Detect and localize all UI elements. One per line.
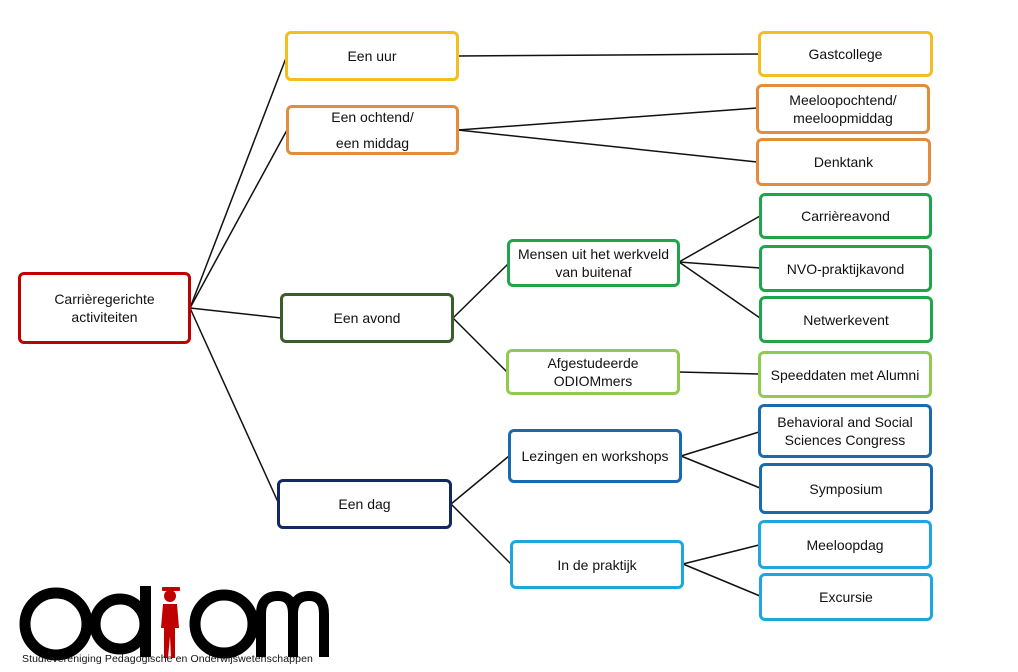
node-excursie: Excursie: [759, 573, 933, 621]
edge-dag-praktijk: [450, 503, 512, 565]
edge-lezingen-bss: [680, 431, 760, 457]
node-nvo: NVO-praktijkavond: [759, 245, 932, 292]
node-werkveld-line2: van buitenaf: [555, 264, 632, 280]
node-een-avond-label: Een avond: [333, 310, 401, 326]
node-symposium: Symposium: [759, 463, 933, 514]
edge-lezingen-symposium: [680, 455, 761, 489]
node-root-line2: activiteiten: [71, 309, 138, 325]
node-carriereavond-label: Carrièreavond: [801, 208, 890, 224]
node-lezingen-label: Lezingen en workshops: [521, 448, 669, 464]
node-symposium-label: Symposium: [809, 480, 883, 497]
edge-avond-werkveld: [452, 263, 509, 319]
node-een-dag: Een dag: [277, 479, 452, 529]
node-ochtend-line2: een middag: [335, 135, 410, 151]
node-denktank-label: Denktank: [813, 154, 874, 170]
edge-root-dag: [189, 307, 279, 503]
edge-afgestudeerd-speeddaten: [678, 371, 760, 375]
edge-root-uur: [189, 57, 287, 309]
node-gastcollege-label: Gastcollege: [808, 46, 883, 62]
node-werkveld-line1: Mensen uit het werkveld: [518, 246, 669, 262]
node-afgestudeerd-line2: ODIOMmers: [553, 373, 633, 389]
node-bss-line2: Sciences Congress: [784, 432, 906, 448]
node-meeloop-line2: meeloopmiddag: [793, 110, 893, 126]
node-ochtend-line1: Een ochtend/: [331, 109, 414, 125]
node-gastcollege: Gastcollege: [758, 31, 933, 77]
edge-uur-gastcollege: [457, 53, 760, 57]
node-carriereavond: Carrièreavond: [759, 193, 932, 239]
node-excursie-label: Excursie: [819, 589, 873, 605]
node-een-uur-label: Een uur: [347, 48, 397, 64]
node-werkveld: Mensen uit het werkveld van buitenaf: [507, 239, 680, 287]
edge-root-ochtend: [189, 129, 288, 309]
node-meeloop-line1: Meeloopochtend/: [789, 92, 897, 108]
node-ochtend-middag: Een ochtend/een middag: [286, 105, 459, 155]
node-meeloop: Meeloopochtend/meeloopmiddag: [756, 84, 930, 134]
node-een-avond: Een avond: [280, 293, 454, 343]
node-bss-line1: Behavioral and Social: [777, 414, 913, 430]
node-netwerkevent: Netwerkevent: [759, 296, 933, 343]
node-een-uur: Een uur: [285, 31, 459, 81]
edge-avond-afgestudeerd: [452, 317, 508, 373]
edge-root-avond: [189, 307, 282, 319]
edge-werkveld-netwerkevent: [678, 261, 761, 319]
odiom-logo: [19, 586, 329, 661]
node-speeddaten-label: Speeddaten met Alumni: [770, 366, 920, 383]
edge-ochtend-denktank: [457, 129, 758, 163]
node-denktank: Denktank: [756, 138, 931, 186]
node-praktijk-label: In de praktijk: [557, 556, 637, 573]
node-root: Carrièregerichte activiteiten: [18, 272, 191, 344]
edge-dag-lezingen: [450, 455, 510, 505]
node-speeddaten: Speeddaten met Alumni: [758, 351, 932, 398]
edge-praktijk-meeloopdag: [682, 544, 760, 565]
logo-subtitle: Studievereniging Pedagogische en Onderwi…: [22, 653, 313, 665]
edge-werkveld-carriereavond: [678, 215, 761, 263]
node-lezingen: Lezingen en workshops: [508, 429, 682, 483]
node-netwerkevent-label: Netwerkevent: [803, 311, 889, 328]
node-meeloopdag: Meeloopdag: [758, 520, 932, 569]
node-praktijk: In de praktijk: [510, 540, 684, 589]
node-afgestudeerd-line1: Afgestudeerde: [547, 355, 639, 371]
node-nvo-label: NVO-praktijkavond: [786, 260, 905, 277]
edge-ochtend-meeloop: [457, 107, 758, 131]
node-meeloopdag-label: Meeloopdag: [806, 536, 884, 553]
node-root-line1: Carrièregerichte: [54, 291, 155, 307]
node-een-dag-label: Een dag: [338, 496, 391, 512]
edge-werkveld-nvo: [678, 261, 761, 269]
edge-praktijk-excursie: [682, 563, 761, 597]
